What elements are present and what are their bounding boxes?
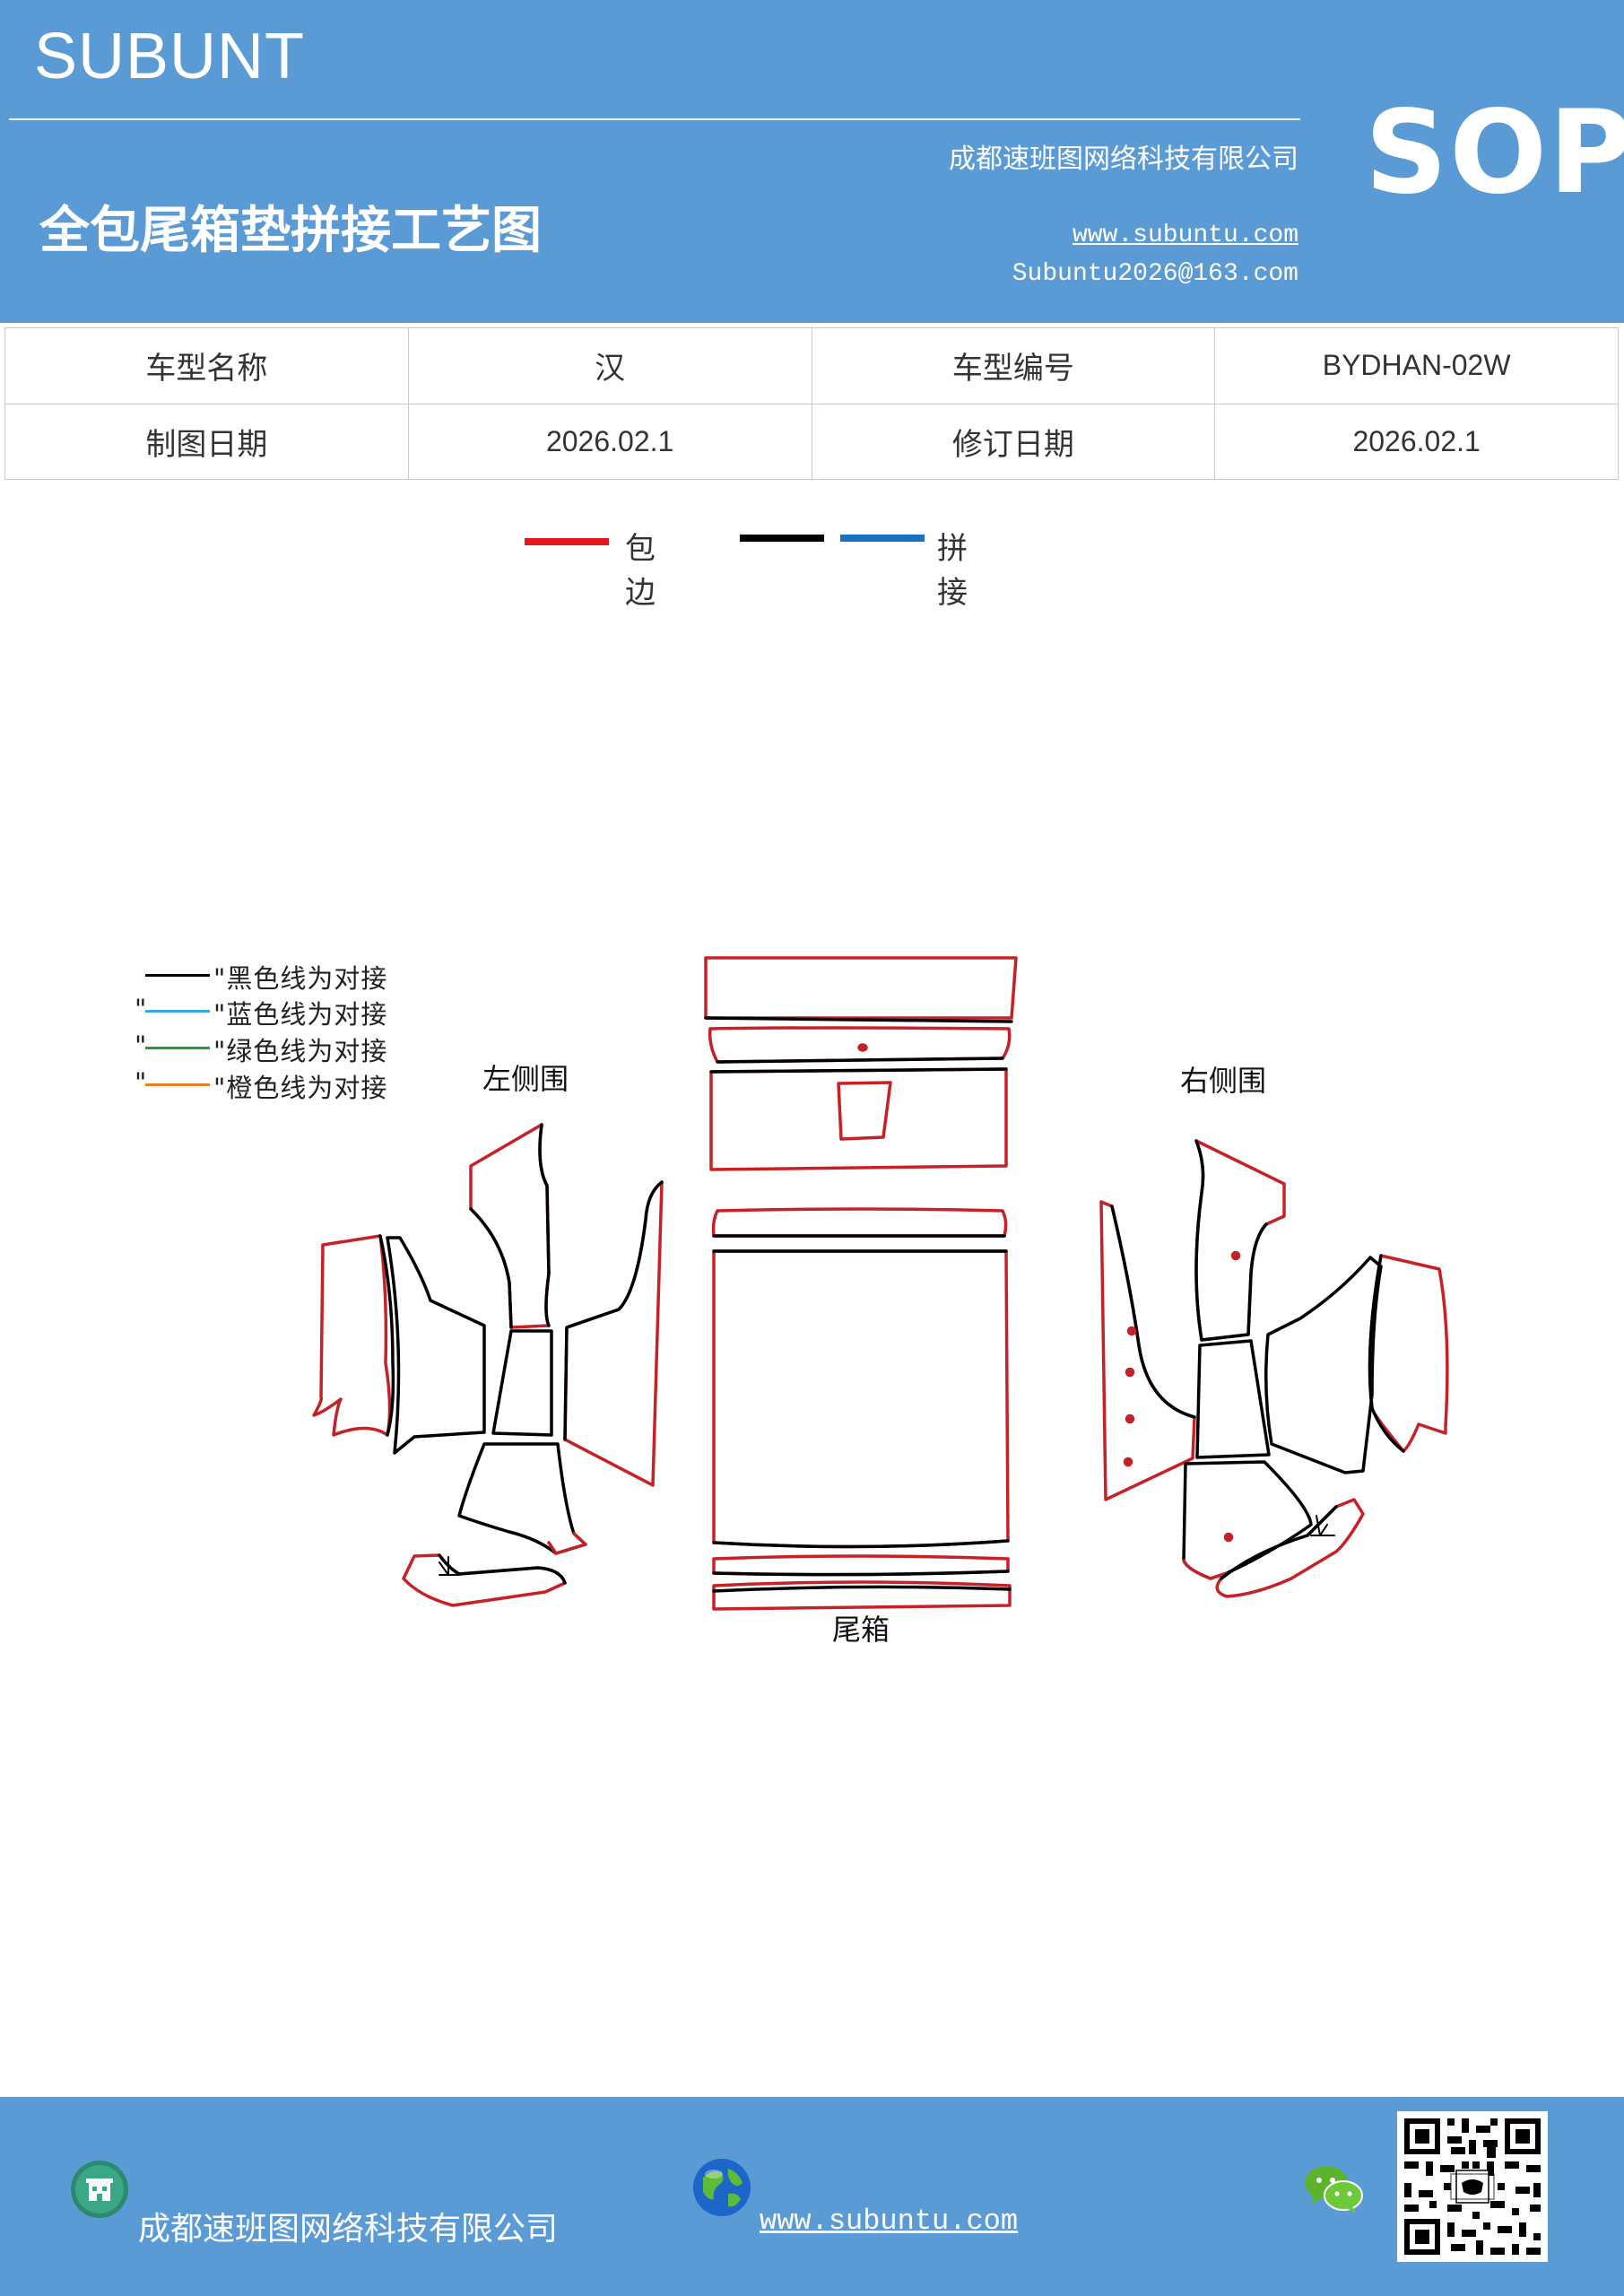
model-code-value: BYDHAN-02W [1214, 327, 1619, 404]
trunk-mat-diagram: "黑色线为对接 " "蓝色线为对接 " "绿色线为对接 " "橙色线为对接 左侧… [0, 933, 1624, 1686]
revision-date-label: 修订日期 [811, 403, 1216, 480]
model-name-value: 汉 [407, 327, 812, 404]
revision-date-value: 2026.02.1 [1214, 403, 1619, 480]
key-text-blue: "蓝色线为对接 [213, 999, 388, 1030]
right-side-panels [1099, 1139, 1449, 1598]
draw-date-label: 制图日期 [4, 403, 409, 480]
globe-icon [693, 2159, 751, 2216]
sop-badge: SOP [1365, 86, 1624, 220]
trunk-label: 尾箱 [832, 1613, 890, 1647]
header-divider [9, 118, 1300, 120]
legend-label-edge: 包边 [625, 531, 656, 611]
key-text-green: "绿色线为对接 [213, 1036, 388, 1066]
building-icon [71, 2161, 128, 2218]
right-side-label: 右侧围 [1180, 1064, 1267, 1098]
key-line-orange [145, 1083, 210, 1086]
key-quote-orange: " [135, 1067, 148, 1098]
key-line-blue [145, 1010, 210, 1013]
key-text-black: "黑色线为对接 [213, 963, 388, 994]
left-side-label: 左侧围 [482, 1062, 569, 1096]
table-row: 车型名称 汉 车型编号 BYDHAN-02W [4, 327, 1619, 404]
key-text-orange: "橙色线为对接 [213, 1073, 388, 1103]
header-company-name: 成都速班图网络科技有限公司 [949, 144, 1298, 175]
key-quote-blue: " [135, 994, 148, 1024]
qr-code-pattern [1397, 2111, 1548, 2262]
legend-line-black [740, 535, 824, 542]
trunk-panels [704, 956, 1018, 1611]
model-name-label: 车型名称 [4, 327, 409, 404]
vehicle-info-table: 车型名称 汉 车型编号 BYDHAN-02W 制图日期 2026.02.1 修订… [4, 327, 1619, 480]
header-banner: SUBUNT 全包尾箱垫拼接工艺图 成都速班图网络科技有限公司 www.subu… [0, 0, 1624, 323]
legend-line-red [525, 538, 609, 545]
panels-svg [312, 956, 1449, 1611]
wechat-icon[interactable] [1302, 2161, 1365, 2215]
draw-date-value: 2026.02.1 [407, 403, 812, 480]
header-email[interactable]: Subuntu2026@163.com [1012, 260, 1298, 288]
page-title: 全包尾箱垫拼接工艺图 [39, 201, 542, 260]
legend-line-blue [840, 535, 925, 542]
left-side-panels [312, 1123, 664, 1607]
key-line-green [145, 1047, 210, 1049]
header-website-link[interactable]: www.subuntu.com [1072, 222, 1298, 249]
qr-code [1397, 2111, 1548, 2262]
footer-company-name: 成都速班图网络科技有限公司 [138, 2211, 559, 2248]
table-row: 制图日期 2026.02.1 修订日期 2026.02.1 [4, 403, 1619, 480]
model-code-label: 车型编号 [811, 327, 1216, 404]
footer-banner: 成都速班图网络科技有限公司 www.subuntu.com [0, 2097, 1624, 2296]
key-quote-green: " [135, 1031, 148, 1061]
key-line-black [145, 974, 210, 977]
legend-label-splice: 拼接 [937, 531, 968, 611]
footer-website-link[interactable]: www.subuntu.com [760, 2205, 1019, 2238]
brand-logo-text: SUBUNT [34, 21, 306, 92]
